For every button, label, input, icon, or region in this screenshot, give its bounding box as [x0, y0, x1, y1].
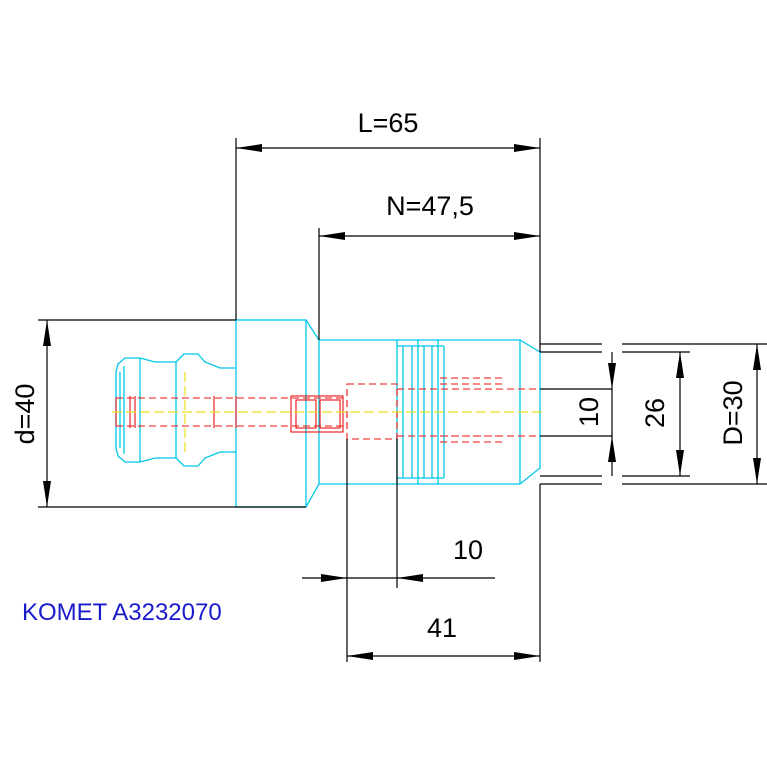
hidden-lines	[115, 377, 540, 443]
diameter-10-label: 10	[574, 397, 604, 427]
shank-diameter-label: d=40	[10, 384, 40, 445]
dimension-outer-diameter: D=30	[718, 344, 761, 484]
dimension-diameter-10: 10	[574, 352, 616, 476]
main-body	[319, 339, 541, 485]
diameter-26-label: 26	[640, 398, 670, 428]
length-41-label: 41	[427, 613, 457, 643]
offset-10-label: 10	[453, 535, 483, 565]
length-label: L=65	[358, 108, 419, 138]
part-outline	[115, 319, 541, 508]
dimension-length: L=65	[235, 108, 541, 352]
dimension-n: N=47,5	[318, 191, 540, 340]
dimension-right-extensions	[540, 343, 767, 485]
n-length-label: N=47,5	[386, 191, 474, 221]
dimension-diameter-26: 26	[640, 352, 684, 476]
brand-label: KOMET A3232070	[22, 599, 222, 626]
dimension-length-41: 41	[347, 484, 541, 662]
outer-diameter-label: D=30	[718, 380, 748, 445]
centerlines	[112, 372, 545, 452]
dimension-shank-diameter: d=40	[10, 319, 306, 508]
dimension-offset-10: 10	[302, 439, 495, 662]
